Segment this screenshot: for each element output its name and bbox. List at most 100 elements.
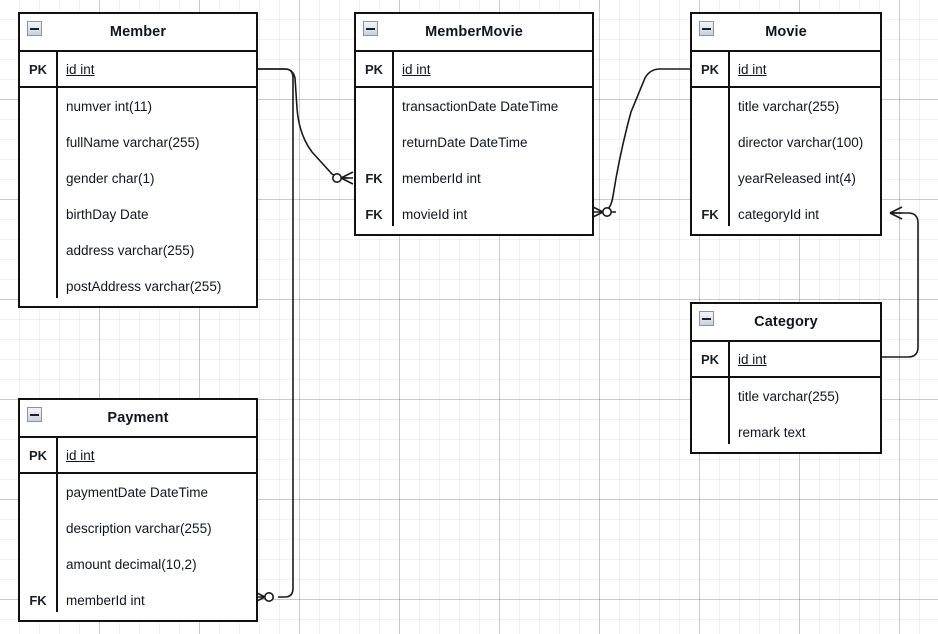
entity-row[interactable]: birthDay Date xyxy=(20,196,256,232)
entity-header-category: Category xyxy=(692,304,880,342)
collapse-minus-icon[interactable] xyxy=(699,21,714,36)
entity-row[interactable]: description varchar(255) xyxy=(20,510,256,546)
row-key-label: PK xyxy=(28,447,48,463)
row-attribute-label: title varchar(255) xyxy=(738,98,840,114)
row-key-label xyxy=(20,268,56,304)
row-key-label xyxy=(692,414,728,450)
row-key-label xyxy=(20,88,56,124)
entity-row[interactable]: director varchar(100) xyxy=(692,124,880,160)
entity-row[interactable]: paymentDate DateTime xyxy=(20,474,256,510)
row-attribute-label: fullName varchar(255) xyxy=(66,134,200,150)
entity-title: Payment xyxy=(107,410,169,426)
row-attribute-label: id int xyxy=(402,61,431,77)
row-key-label xyxy=(20,124,56,160)
row-key-label xyxy=(20,546,56,582)
row-key-label xyxy=(692,160,728,196)
entity-row[interactable]: title varchar(255) xyxy=(692,378,880,414)
entity-row[interactable]: address varchar(255) xyxy=(20,232,256,268)
row-attribute-label: id int xyxy=(738,351,767,367)
entity-row[interactable]: FK categoryId int xyxy=(692,196,880,232)
collapse-minus-icon[interactable] xyxy=(699,311,714,326)
entity-attribute-list: numver int(11) fullName varchar(255) gende… xyxy=(20,88,256,306)
row-key-label: FK xyxy=(365,170,383,186)
row-attribute-label: remark text xyxy=(738,424,806,440)
row-attribute-label: postAddress varchar(255) xyxy=(66,278,222,294)
entity-row-primary-key[interactable]: PK id int xyxy=(692,342,880,378)
entity-row[interactable]: FK memberId int xyxy=(356,160,592,196)
entity-title: Member xyxy=(109,24,167,40)
entity-row[interactable]: FK memberId int xyxy=(20,582,256,618)
connector-movie-membermovie xyxy=(603,68,690,213)
entity-row[interactable]: numver int(11) xyxy=(20,88,256,124)
entity-header-movie: Movie xyxy=(692,14,880,52)
row-attribute-label: transactionDate DateTime xyxy=(402,98,559,114)
row-attribute-label: yearReleased int(4) xyxy=(738,170,856,186)
entity-row[interactable]: amount decimal(10,2) xyxy=(20,546,256,582)
row-key-label: FK xyxy=(701,206,719,222)
row-key-label: PK xyxy=(700,61,720,77)
entity-row[interactable]: fullName varchar(255) xyxy=(20,124,256,160)
row-key-label xyxy=(20,510,56,546)
entity-title: Category xyxy=(754,314,818,330)
entity-attribute-list: title varchar(255) remark text xyxy=(692,378,880,452)
row-key-label: PK xyxy=(28,61,48,77)
entity-row[interactable]: gender char(1) xyxy=(20,160,256,196)
row-key-label xyxy=(692,378,728,414)
row-attribute-label: title varchar(255) xyxy=(738,388,840,404)
row-attribute-label: categoryId int xyxy=(738,206,820,222)
row-attribute-label: amount decimal(10,2) xyxy=(66,556,197,572)
row-attribute-label: address varchar(255) xyxy=(66,242,195,258)
row-key-label xyxy=(20,474,56,510)
entity-row[interactable]: postAddress varchar(255) xyxy=(20,268,256,304)
marker-many-movie-categoryid xyxy=(889,206,903,220)
entity-title: Movie xyxy=(765,24,807,40)
connector-member-membermovie xyxy=(258,68,349,179)
row-attribute-label: numver int(11) xyxy=(66,98,153,114)
row-attribute-label: birthDay Date xyxy=(66,206,149,222)
row-attribute-label: paymentDate DateTime xyxy=(66,484,209,500)
entity-row[interactable]: yearReleased int(4) xyxy=(692,160,880,196)
entity-attribute-list: title varchar(255) director varchar(100) y… xyxy=(692,88,880,234)
connector-payment-member xyxy=(258,68,294,598)
row-attribute-label: description varchar(255) xyxy=(66,520,212,536)
entity-attribute-list: transactionDate DateTime returnDate DateT… xyxy=(356,88,592,234)
row-key-label: PK xyxy=(700,351,720,367)
entity-header-payment: Payment xyxy=(20,400,256,438)
entity-row[interactable]: FK movieId int xyxy=(356,196,592,232)
collapse-minus-icon[interactable] xyxy=(27,21,42,36)
marker-zero-or-many-membermovie-movieid xyxy=(590,205,612,219)
row-key-label xyxy=(356,88,392,124)
entity-header-member: Member xyxy=(20,14,256,52)
entity-row[interactable]: title varchar(255) xyxy=(692,88,880,124)
row-key-label xyxy=(20,232,56,268)
row-attribute-label: director varchar(100) xyxy=(738,134,864,150)
row-attribute-label: gender char(1) xyxy=(66,170,155,186)
entity-header-membermovie: MemberMovie xyxy=(356,14,592,52)
row-attribute-label: id int xyxy=(66,61,95,77)
collapse-minus-icon[interactable] xyxy=(363,21,378,36)
entity-row[interactable]: transactionDate DateTime xyxy=(356,88,592,124)
row-key-label: FK xyxy=(365,206,383,222)
row-attribute-label: movieId int xyxy=(402,206,468,222)
entity-row-primary-key[interactable]: PK id int xyxy=(20,52,256,88)
row-key-label xyxy=(692,88,728,124)
entity-title: MemberMovie xyxy=(425,24,523,40)
row-attribute-label: memberId int xyxy=(66,592,145,608)
row-key-label xyxy=(356,124,392,160)
entity-row[interactable]: returnDate DateTime xyxy=(356,124,592,160)
row-key-label xyxy=(20,196,56,232)
row-attribute-label: memberId int xyxy=(402,170,481,186)
entity-attribute-list: paymentDate DateTime description varchar(… xyxy=(20,474,256,620)
collapse-minus-icon[interactable] xyxy=(27,407,42,422)
row-key-label: FK xyxy=(29,592,47,608)
entity-row[interactable]: remark text xyxy=(692,414,880,450)
